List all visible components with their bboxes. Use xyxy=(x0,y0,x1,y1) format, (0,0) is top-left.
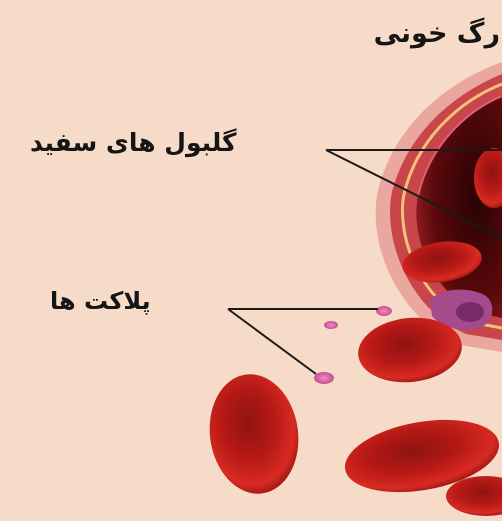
diagram-title: رگ خونی xyxy=(374,18,500,49)
platelets-label: پلاکت ها xyxy=(50,287,151,315)
white-blood-cells-label: گلبول های سفید xyxy=(30,128,237,157)
platelet xyxy=(324,321,338,329)
red-blood-cell xyxy=(202,368,306,499)
platelet xyxy=(314,372,334,384)
platelet xyxy=(376,306,392,316)
platelet-leader-line xyxy=(228,309,316,374)
white-blood-cell xyxy=(456,302,484,322)
